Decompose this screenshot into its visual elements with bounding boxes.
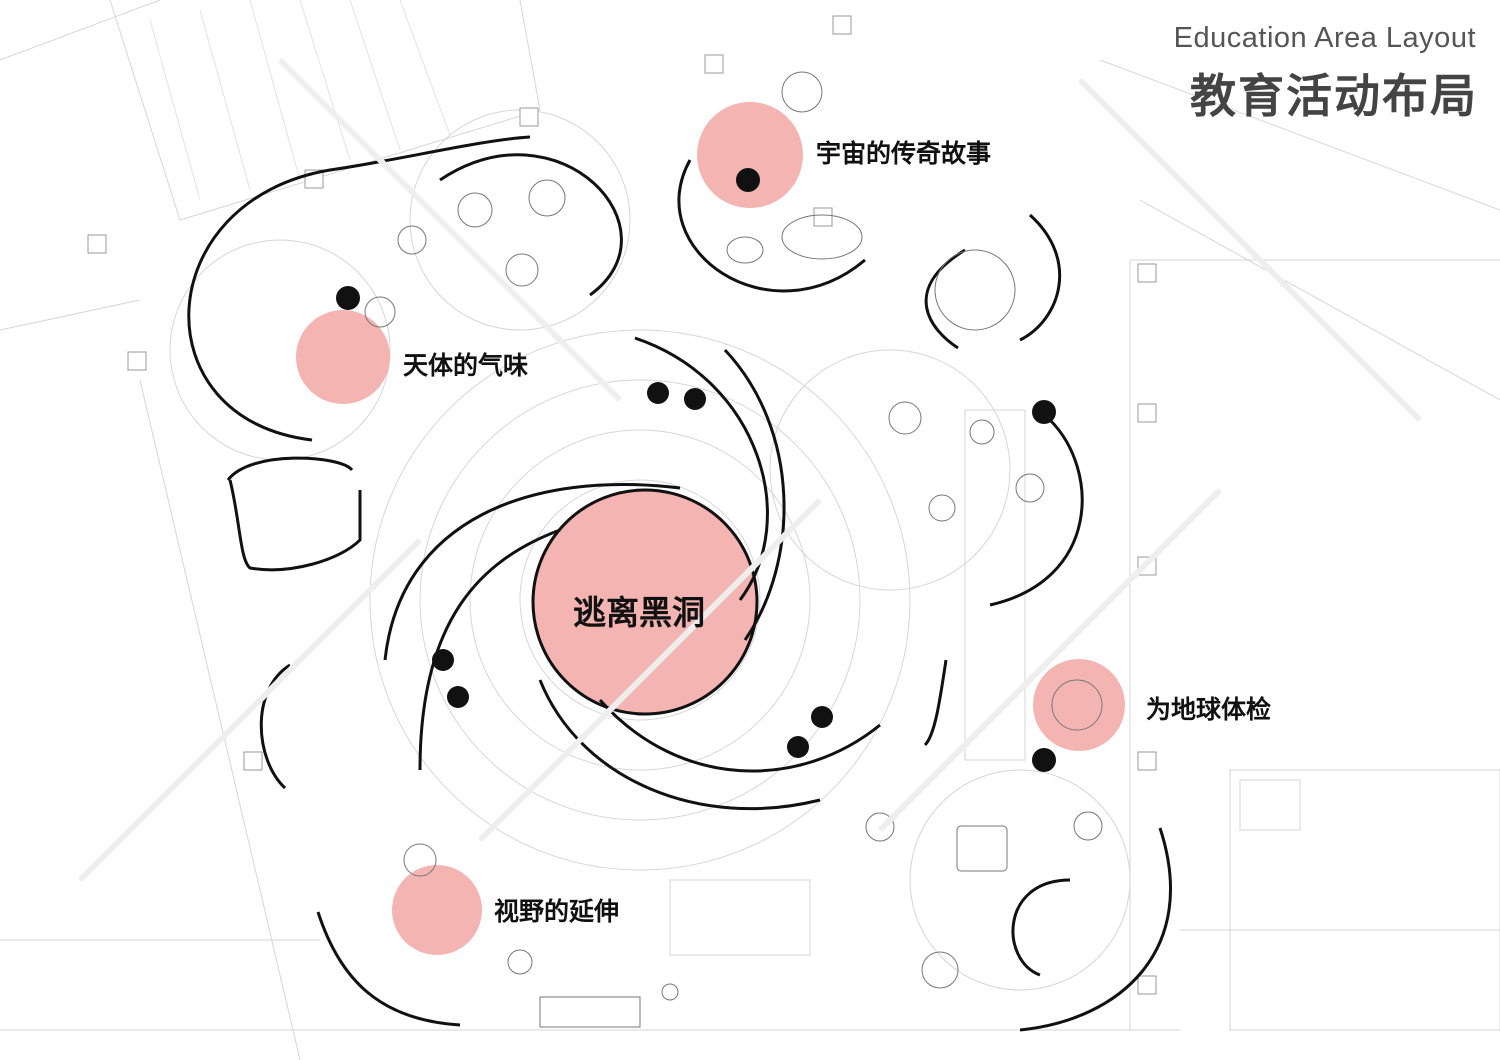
title-english: Education Area Layout [1173,22,1476,54]
zone-circle-cosmic-story [697,102,803,208]
entry-dots [336,168,1056,772]
watermark-pattern [77,57,1423,883]
zone-circle-celestial-scent [296,310,390,404]
column-markers [87,15,1157,995]
exhibit-walls [187,135,1172,1032]
zone-highlights [296,102,1125,955]
zone-label-celestial-scent: 天体的气味 [403,351,529,380]
zone-circle-vision [392,865,482,955]
zone-label-earth-check: 为地球体检 [1146,695,1272,724]
fixtures [364,71,1103,1028]
zone-label-cosmic-story: 宇宙的传奇故事 [816,139,992,168]
zone-label-vision: 视野的延伸 [494,897,620,926]
zone-label-black-hole: 逃离黑洞 [573,593,705,632]
title-chinese: 教育活动布局 [1190,69,1478,123]
black-hole-ring [531,488,759,716]
zone-circle-earth-check [1033,659,1125,751]
zone-circle-black-hole [533,490,757,714]
